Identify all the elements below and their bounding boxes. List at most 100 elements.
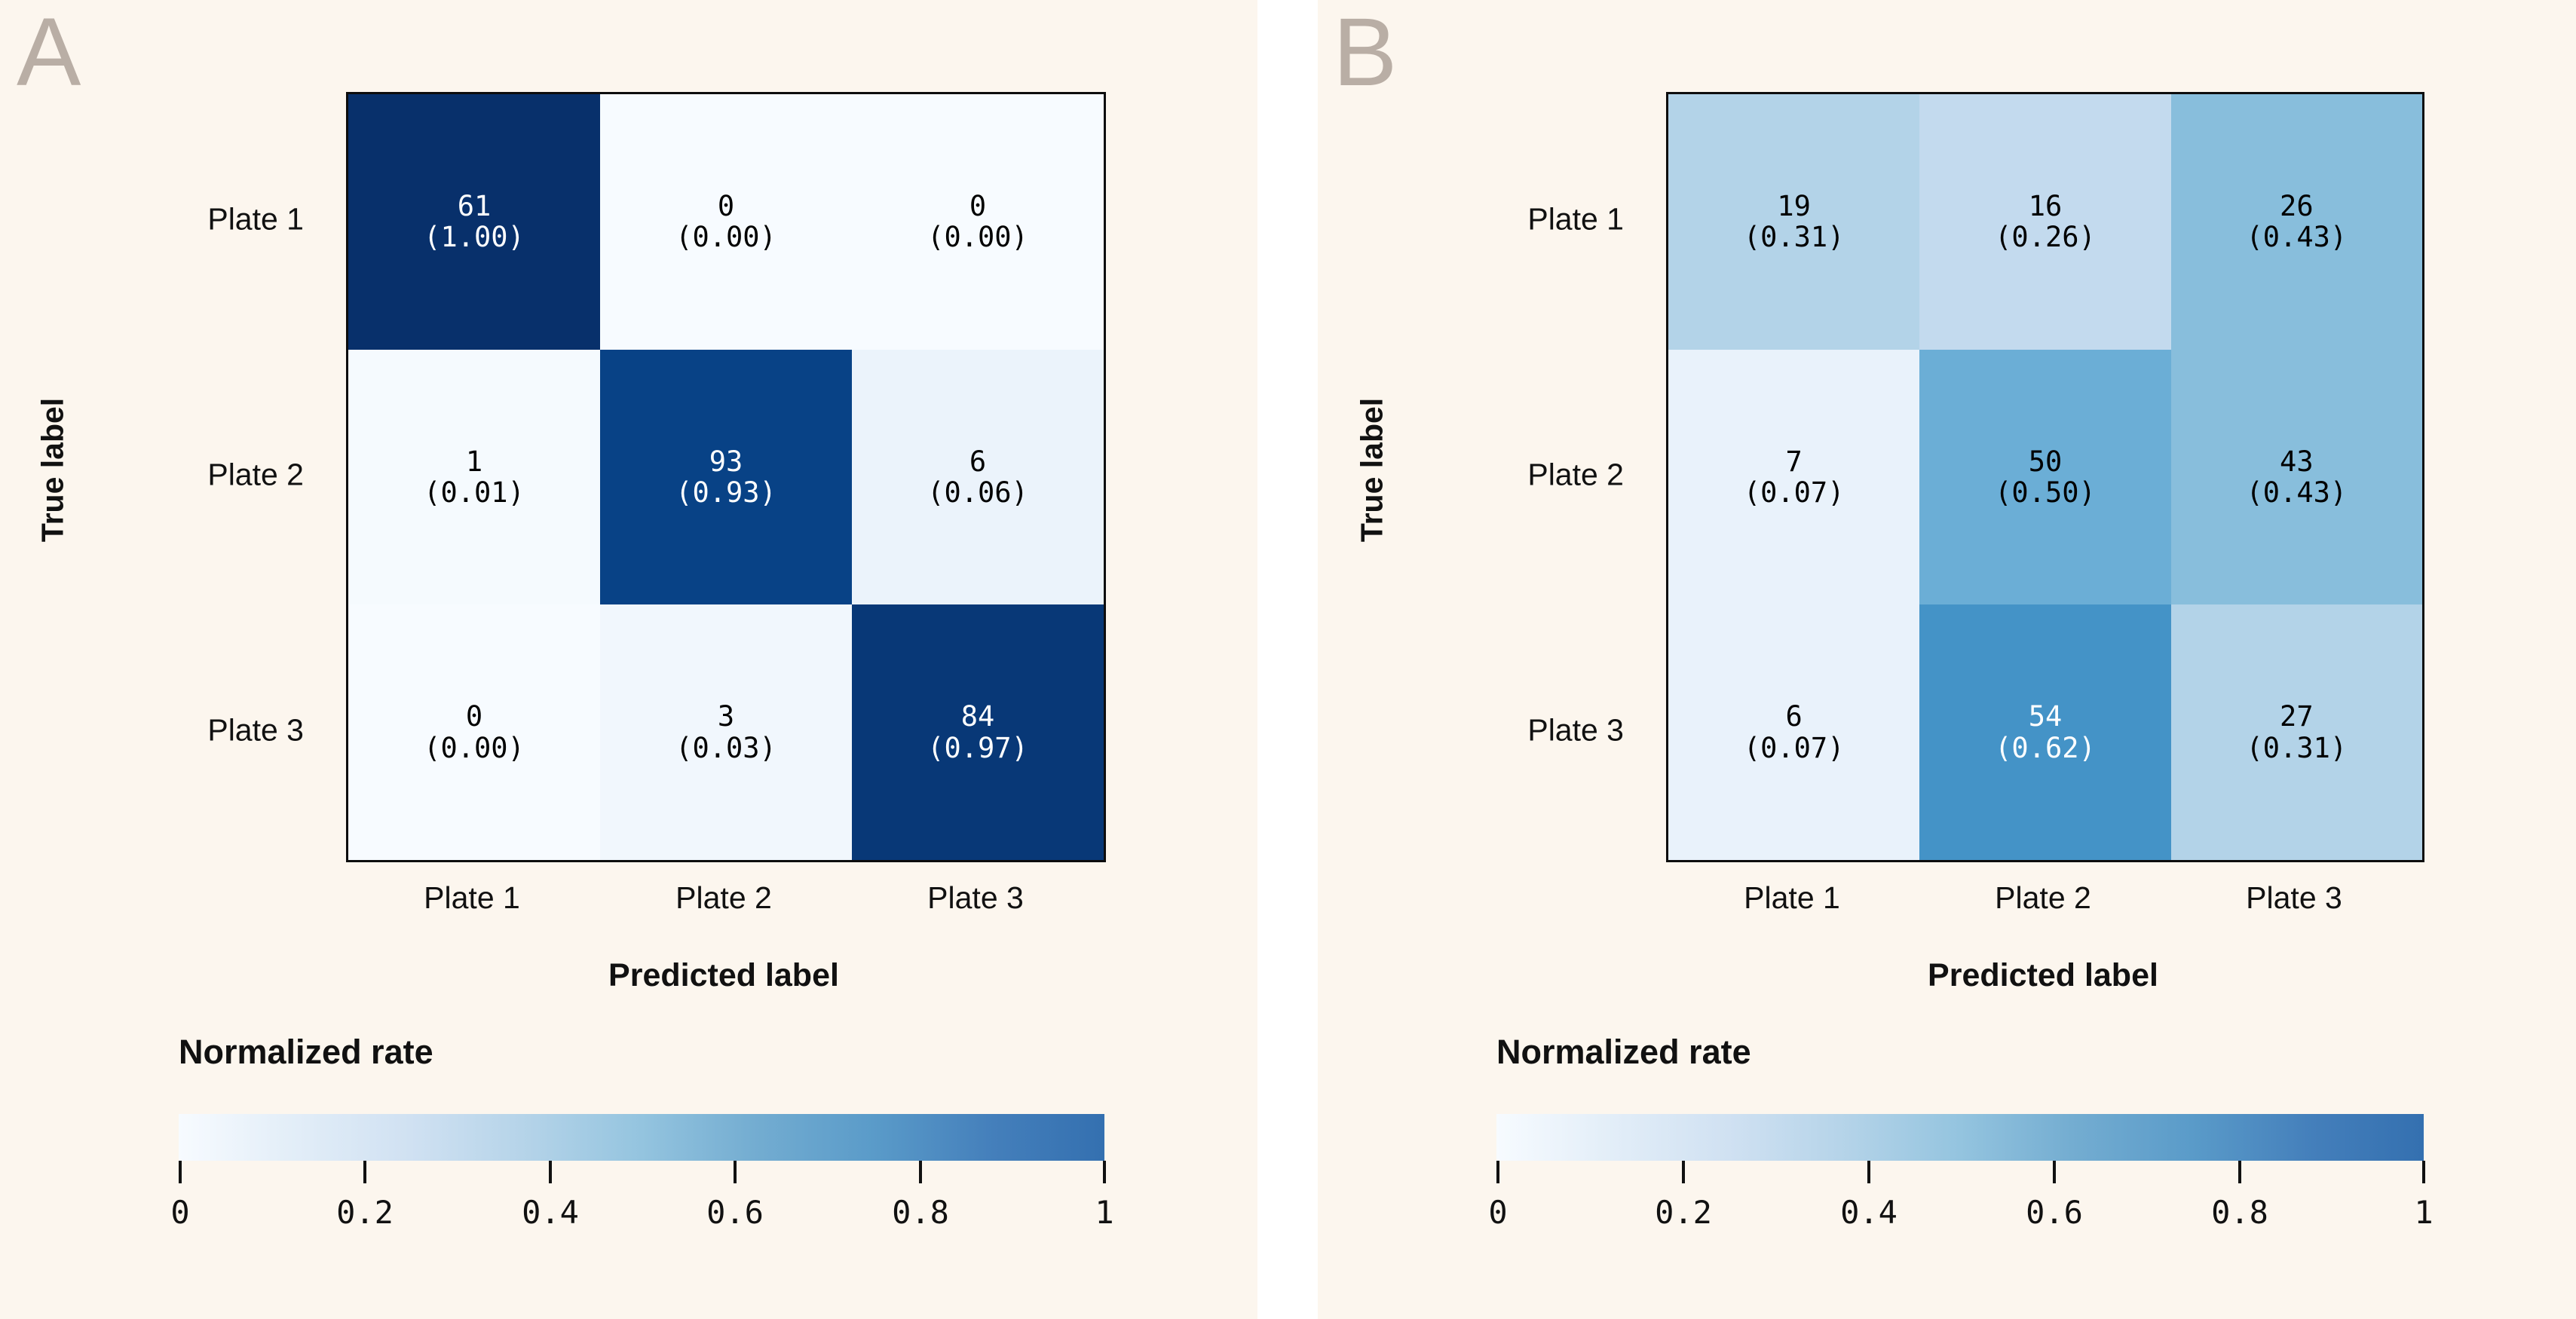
panel-a-cbar-tick-4 bbox=[919, 1161, 922, 1183]
panel-divider bbox=[1257, 0, 1318, 1319]
panel-b-xtick-0: Plate 1 bbox=[1744, 880, 1840, 915]
panel-b-letter: B bbox=[1333, 0, 1398, 106]
cell-rate: (0.07) bbox=[1743, 476, 1845, 509]
panel-a-cbar-tick-0 bbox=[179, 1161, 182, 1183]
panel-a-cbar-tick-2 bbox=[549, 1161, 552, 1183]
cell-rate: (0.43) bbox=[2246, 221, 2348, 254]
panel-a-cell-1-0[interactable]: 1 (0.01) bbox=[348, 349, 600, 605]
panel-b-cell-2-1[interactable]: 54 (0.62) bbox=[1919, 604, 2171, 860]
panel-b-cbar-tick-3 bbox=[2053, 1161, 2056, 1183]
cell-rate: (0.00) bbox=[424, 731, 525, 764]
panel-a-cell-1-1[interactable]: 93 (0.93) bbox=[600, 349, 852, 605]
panel-b: B True label Plate 1 Plate 2 Plate 3 19 … bbox=[1318, 0, 2576, 1319]
panel-a-cbar-label-4: 0.8 bbox=[892, 1194, 949, 1231]
panel-a-cbar-label-0: 0 bbox=[170, 1194, 190, 1231]
cell-count: 27 bbox=[2280, 700, 2314, 733]
cell-count: 6 bbox=[1785, 700, 1803, 733]
cell-rate: (1.00) bbox=[424, 221, 525, 254]
cell-rate: (0.43) bbox=[2246, 476, 2348, 509]
panel-b-cell-2-0[interactable]: 6 (0.07) bbox=[1668, 604, 1920, 860]
cell-count: 16 bbox=[2028, 189, 2063, 222]
panel-a-cell-2-1[interactable]: 3 (0.03) bbox=[600, 604, 852, 860]
panel-b-cell-0-1[interactable]: 16 (0.26) bbox=[1919, 94, 2171, 350]
panel-b-cbar-tick-5 bbox=[2422, 1161, 2425, 1183]
panel-b-cell-2-2[interactable]: 27 (0.31) bbox=[2170, 604, 2422, 860]
panel-a-cbar-tick-1 bbox=[363, 1161, 366, 1183]
panel-b-cbar-tick-1 bbox=[1682, 1161, 1685, 1183]
panel-a-cbar-label-2: 0.4 bbox=[522, 1194, 579, 1231]
panel-b-x-axis-title: Predicted label bbox=[1928, 957, 2158, 993]
panel-b-confusion-matrix: 19 (0.31) 16 (0.26) 26 (0.43) 7 (0.07) 5… bbox=[1666, 92, 2424, 862]
cell-rate: (0.26) bbox=[1995, 221, 2096, 254]
cell-rate: (0.07) bbox=[1743, 731, 1845, 764]
cell-rate: (0.97) bbox=[927, 731, 1028, 764]
panel-a-cell-0-2[interactable]: 0 (0.00) bbox=[852, 94, 1104, 350]
panel-a-cbar-label-3: 0.6 bbox=[706, 1194, 764, 1231]
panel-b-cell-0-0[interactable]: 19 (0.31) bbox=[1668, 94, 1920, 350]
panel-a-cell-0-0[interactable]: 61 (1.00) bbox=[348, 94, 600, 350]
cell-count: 6 bbox=[969, 445, 987, 478]
cell-count: 1 bbox=[465, 445, 483, 478]
panel-b-xtick-2: Plate 3 bbox=[2246, 880, 2342, 915]
cell-count: 0 bbox=[465, 700, 483, 733]
cell-count: 3 bbox=[717, 700, 735, 733]
cell-count: 50 bbox=[2028, 445, 2063, 478]
cell-rate: (0.31) bbox=[1743, 221, 1845, 254]
panel-b-xtick-1: Plate 2 bbox=[1995, 880, 2091, 915]
panel-a-cell-0-1[interactable]: 0 (0.00) bbox=[600, 94, 852, 350]
panel-b-cbar-label-3: 0.6 bbox=[2026, 1194, 2083, 1231]
panel-b-cell-0-2[interactable]: 26 (0.43) bbox=[2170, 94, 2422, 350]
panel-b-cell-1-2[interactable]: 43 (0.43) bbox=[2170, 349, 2422, 605]
cell-rate: (0.93) bbox=[675, 476, 776, 509]
panel-a-colorbar-title: Normalized rate bbox=[179, 1033, 433, 1071]
cell-rate: (0.03) bbox=[675, 731, 776, 764]
panel-a-x-axis-title: Predicted label bbox=[608, 957, 839, 993]
panel-b-cbar-tick-2 bbox=[1867, 1161, 1870, 1183]
panel-a-xtick-1: Plate 2 bbox=[675, 880, 772, 915]
panel-a-confusion-matrix: 61 (1.00) 0 (0.00) 0 (0.00) 1 (0.01) 93 … bbox=[346, 92, 1106, 862]
panel-a-cell-2-2[interactable]: 84 (0.97) bbox=[852, 604, 1104, 860]
panel-a-colorbar[interactable] bbox=[179, 1114, 1104, 1161]
cell-rate: (0.01) bbox=[424, 476, 525, 509]
cell-rate: (0.00) bbox=[927, 221, 1028, 254]
panel-b-cbar-label-5: 1 bbox=[2414, 1194, 2434, 1231]
cell-count: 54 bbox=[2028, 700, 2063, 733]
panel-a-ytick-0: Plate 1 bbox=[207, 201, 304, 237]
panel-a-cell-2-0[interactable]: 0 (0.00) bbox=[348, 604, 600, 860]
panel-b-cell-1-1[interactable]: 50 (0.50) bbox=[1919, 349, 2171, 605]
panel-a-cbar-tick-5 bbox=[1103, 1161, 1106, 1183]
panel-b-cell-1-0[interactable]: 7 (0.07) bbox=[1668, 349, 1920, 605]
panel-a-cbar-label-1: 0.2 bbox=[336, 1194, 394, 1231]
panel-b-ytick-1: Plate 2 bbox=[1527, 457, 1624, 492]
panel-a-cbar-label-5: 1 bbox=[1095, 1194, 1114, 1231]
cell-count: 26 bbox=[2280, 189, 2314, 222]
panel-b-cbar-label-2: 0.4 bbox=[1840, 1194, 1898, 1231]
cell-count: 84 bbox=[960, 700, 995, 733]
cell-count: 0 bbox=[969, 189, 987, 222]
cell-count: 7 bbox=[1785, 445, 1803, 478]
cell-rate: (0.00) bbox=[675, 221, 776, 254]
cell-rate: (0.62) bbox=[1995, 731, 2096, 764]
cell-count: 19 bbox=[1777, 189, 1811, 222]
panel-b-colorbar-title: Normalized rate bbox=[1496, 1033, 1751, 1071]
cell-count: 93 bbox=[709, 445, 743, 478]
panel-a: A True label Plate 1 Plate 2 Plate 3 61 … bbox=[0, 0, 1257, 1319]
panel-a-xtick-0: Plate 1 bbox=[424, 880, 520, 915]
panel-b-cbar-label-0: 0 bbox=[1488, 1194, 1508, 1231]
panel-a-cbar-tick-3 bbox=[734, 1161, 737, 1183]
cell-rate: (0.31) bbox=[2246, 731, 2348, 764]
panel-b-cbar-tick-4 bbox=[2238, 1161, 2241, 1183]
panel-b-cbar-tick-0 bbox=[1496, 1161, 1499, 1183]
panel-b-ytick-0: Plate 1 bbox=[1527, 201, 1624, 237]
cell-count: 43 bbox=[2280, 445, 2314, 478]
panel-a-ytick-2: Plate 3 bbox=[207, 712, 304, 748]
panel-a-cell-1-2[interactable]: 6 (0.06) bbox=[852, 349, 1104, 605]
cell-count: 0 bbox=[717, 189, 735, 222]
cell-rate: (0.06) bbox=[927, 476, 1028, 509]
panel-b-cbar-label-1: 0.2 bbox=[1655, 1194, 1712, 1231]
panel-b-ytick-2: Plate 3 bbox=[1527, 712, 1624, 748]
panel-b-cbar-label-4: 0.8 bbox=[2211, 1194, 2268, 1231]
panel-b-colorbar[interactable] bbox=[1496, 1114, 2424, 1161]
panel-a-xtick-2: Plate 3 bbox=[927, 880, 1024, 915]
